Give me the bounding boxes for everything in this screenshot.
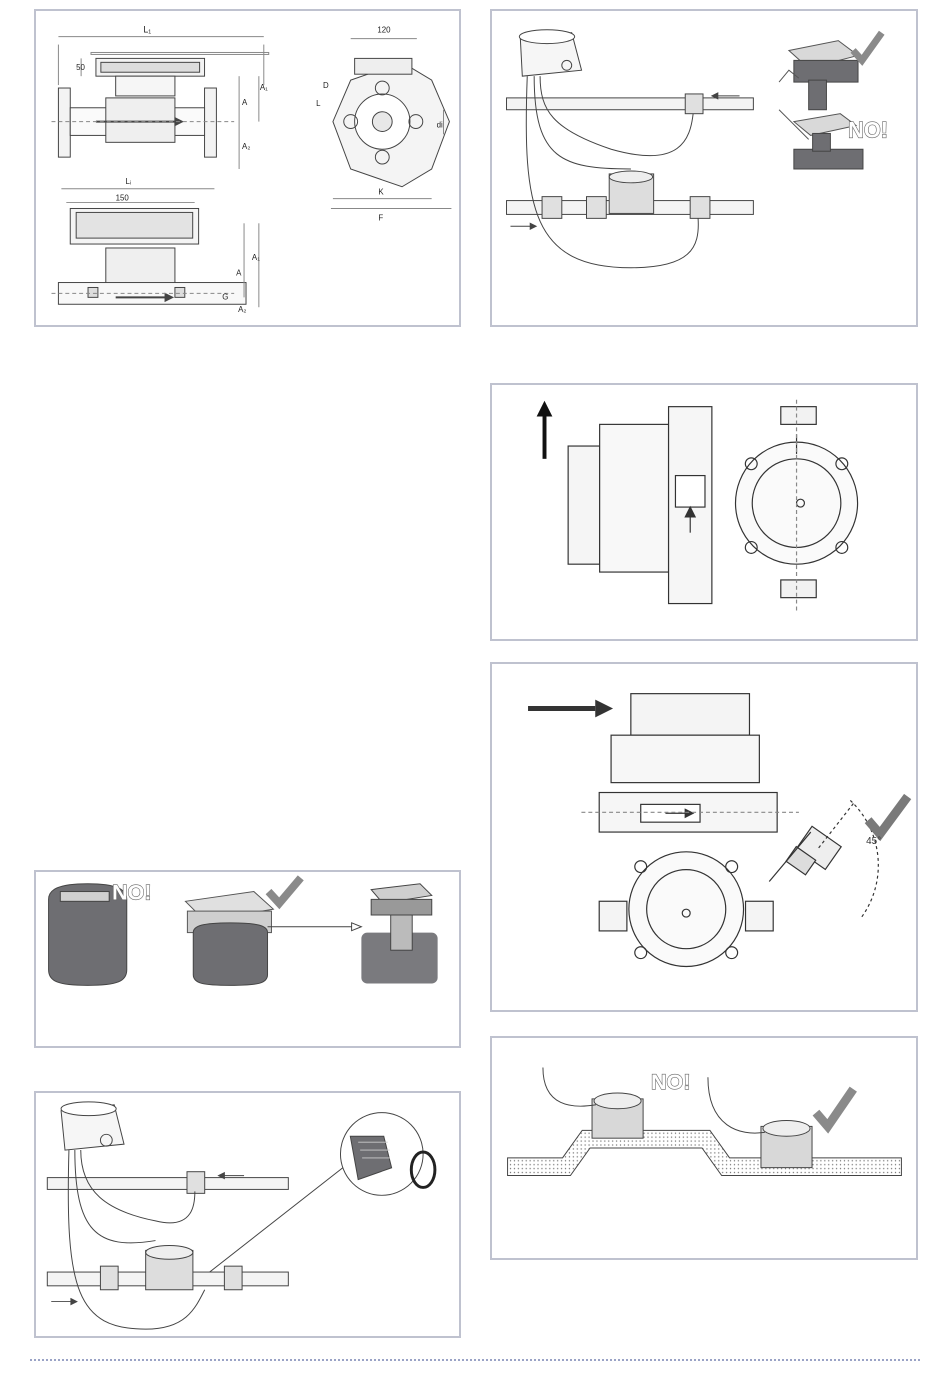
dim-label-f: F [378, 213, 383, 222]
footer-dotted-rule [30, 1359, 920, 1361]
dim-label-l: L [316, 99, 321, 108]
no-label: NO! [112, 880, 151, 904]
horizontal-orientation-panel: 45° [490, 662, 918, 1012]
mounting-detail [268, 884, 438, 984]
horizontal-orientation-drawing: 45° [492, 664, 916, 1010]
dim-label-d: D [323, 81, 329, 90]
no-label: NO! [651, 1069, 691, 1094]
sensor-installation-panel: NO! [490, 9, 918, 327]
vertical-orientation-panel [490, 383, 918, 641]
no-label: NO! [848, 117, 888, 142]
angle-label: 45° [866, 836, 881, 847]
up-arrow-icon [537, 401, 553, 459]
checkmark-icon [853, 33, 882, 61]
installation-location-drawing: NO! [492, 1038, 916, 1258]
correct-location-meter [708, 1077, 853, 1167]
dim-label-li: Lᵢ [126, 177, 132, 186]
sensor-oring-panel [34, 1091, 461, 1338]
dim-label-a1: A₁ [260, 83, 268, 92]
dim-label-50: 50 [76, 63, 85, 72]
sensor-ok-example [779, 33, 882, 110]
vertical-orientation-drawing [492, 385, 916, 639]
dim-label-k: K [378, 188, 384, 197]
dimension-drawing: L₁ 50 A A₁ A₂ 120 D L di K F Lᵢ 150 A A₁… [36, 11, 459, 325]
wrong-location-meter: NO! [543, 1067, 691, 1138]
correct-cover-example [185, 878, 300, 986]
dim-label-l1: L₁ [143, 25, 151, 35]
tilted-meter [769, 826, 841, 881]
installation-location-panel: NO! [490, 1036, 918, 1260]
wrong-cover-example: NO! [49, 880, 152, 985]
checkmark-icon [816, 1089, 853, 1126]
dim-label-150: 150 [116, 194, 130, 203]
dim-label-a2: A₂ [242, 142, 250, 151]
dim-label-120: 120 [377, 26, 391, 35]
dimension-drawing-panel: L₁ 50 A A₁ A₂ 120 D L di K F Lᵢ 150 A A₁… [34, 9, 461, 327]
dim-label-a2-bottom: A₂ [238, 305, 246, 314]
right-arrow-icon [528, 700, 613, 718]
dim-label-a-bottom: A [236, 269, 242, 278]
sensor-wrong-example: NO! [779, 110, 888, 169]
dim-label-di: di [437, 121, 443, 130]
sensor-oring-drawing [36, 1093, 459, 1336]
dim-label-g: G [222, 292, 228, 301]
checkmark-icon [868, 796, 908, 834]
cover-install-drawing: NO! [36, 872, 459, 1046]
sensor-installation-drawing: NO! [492, 11, 916, 325]
cover-install-panel: NO! [34, 870, 461, 1048]
checkmark-icon [269, 878, 301, 903]
dim-label-a1-bottom: A₁ [252, 253, 260, 262]
dim-label-a: A [242, 98, 248, 107]
